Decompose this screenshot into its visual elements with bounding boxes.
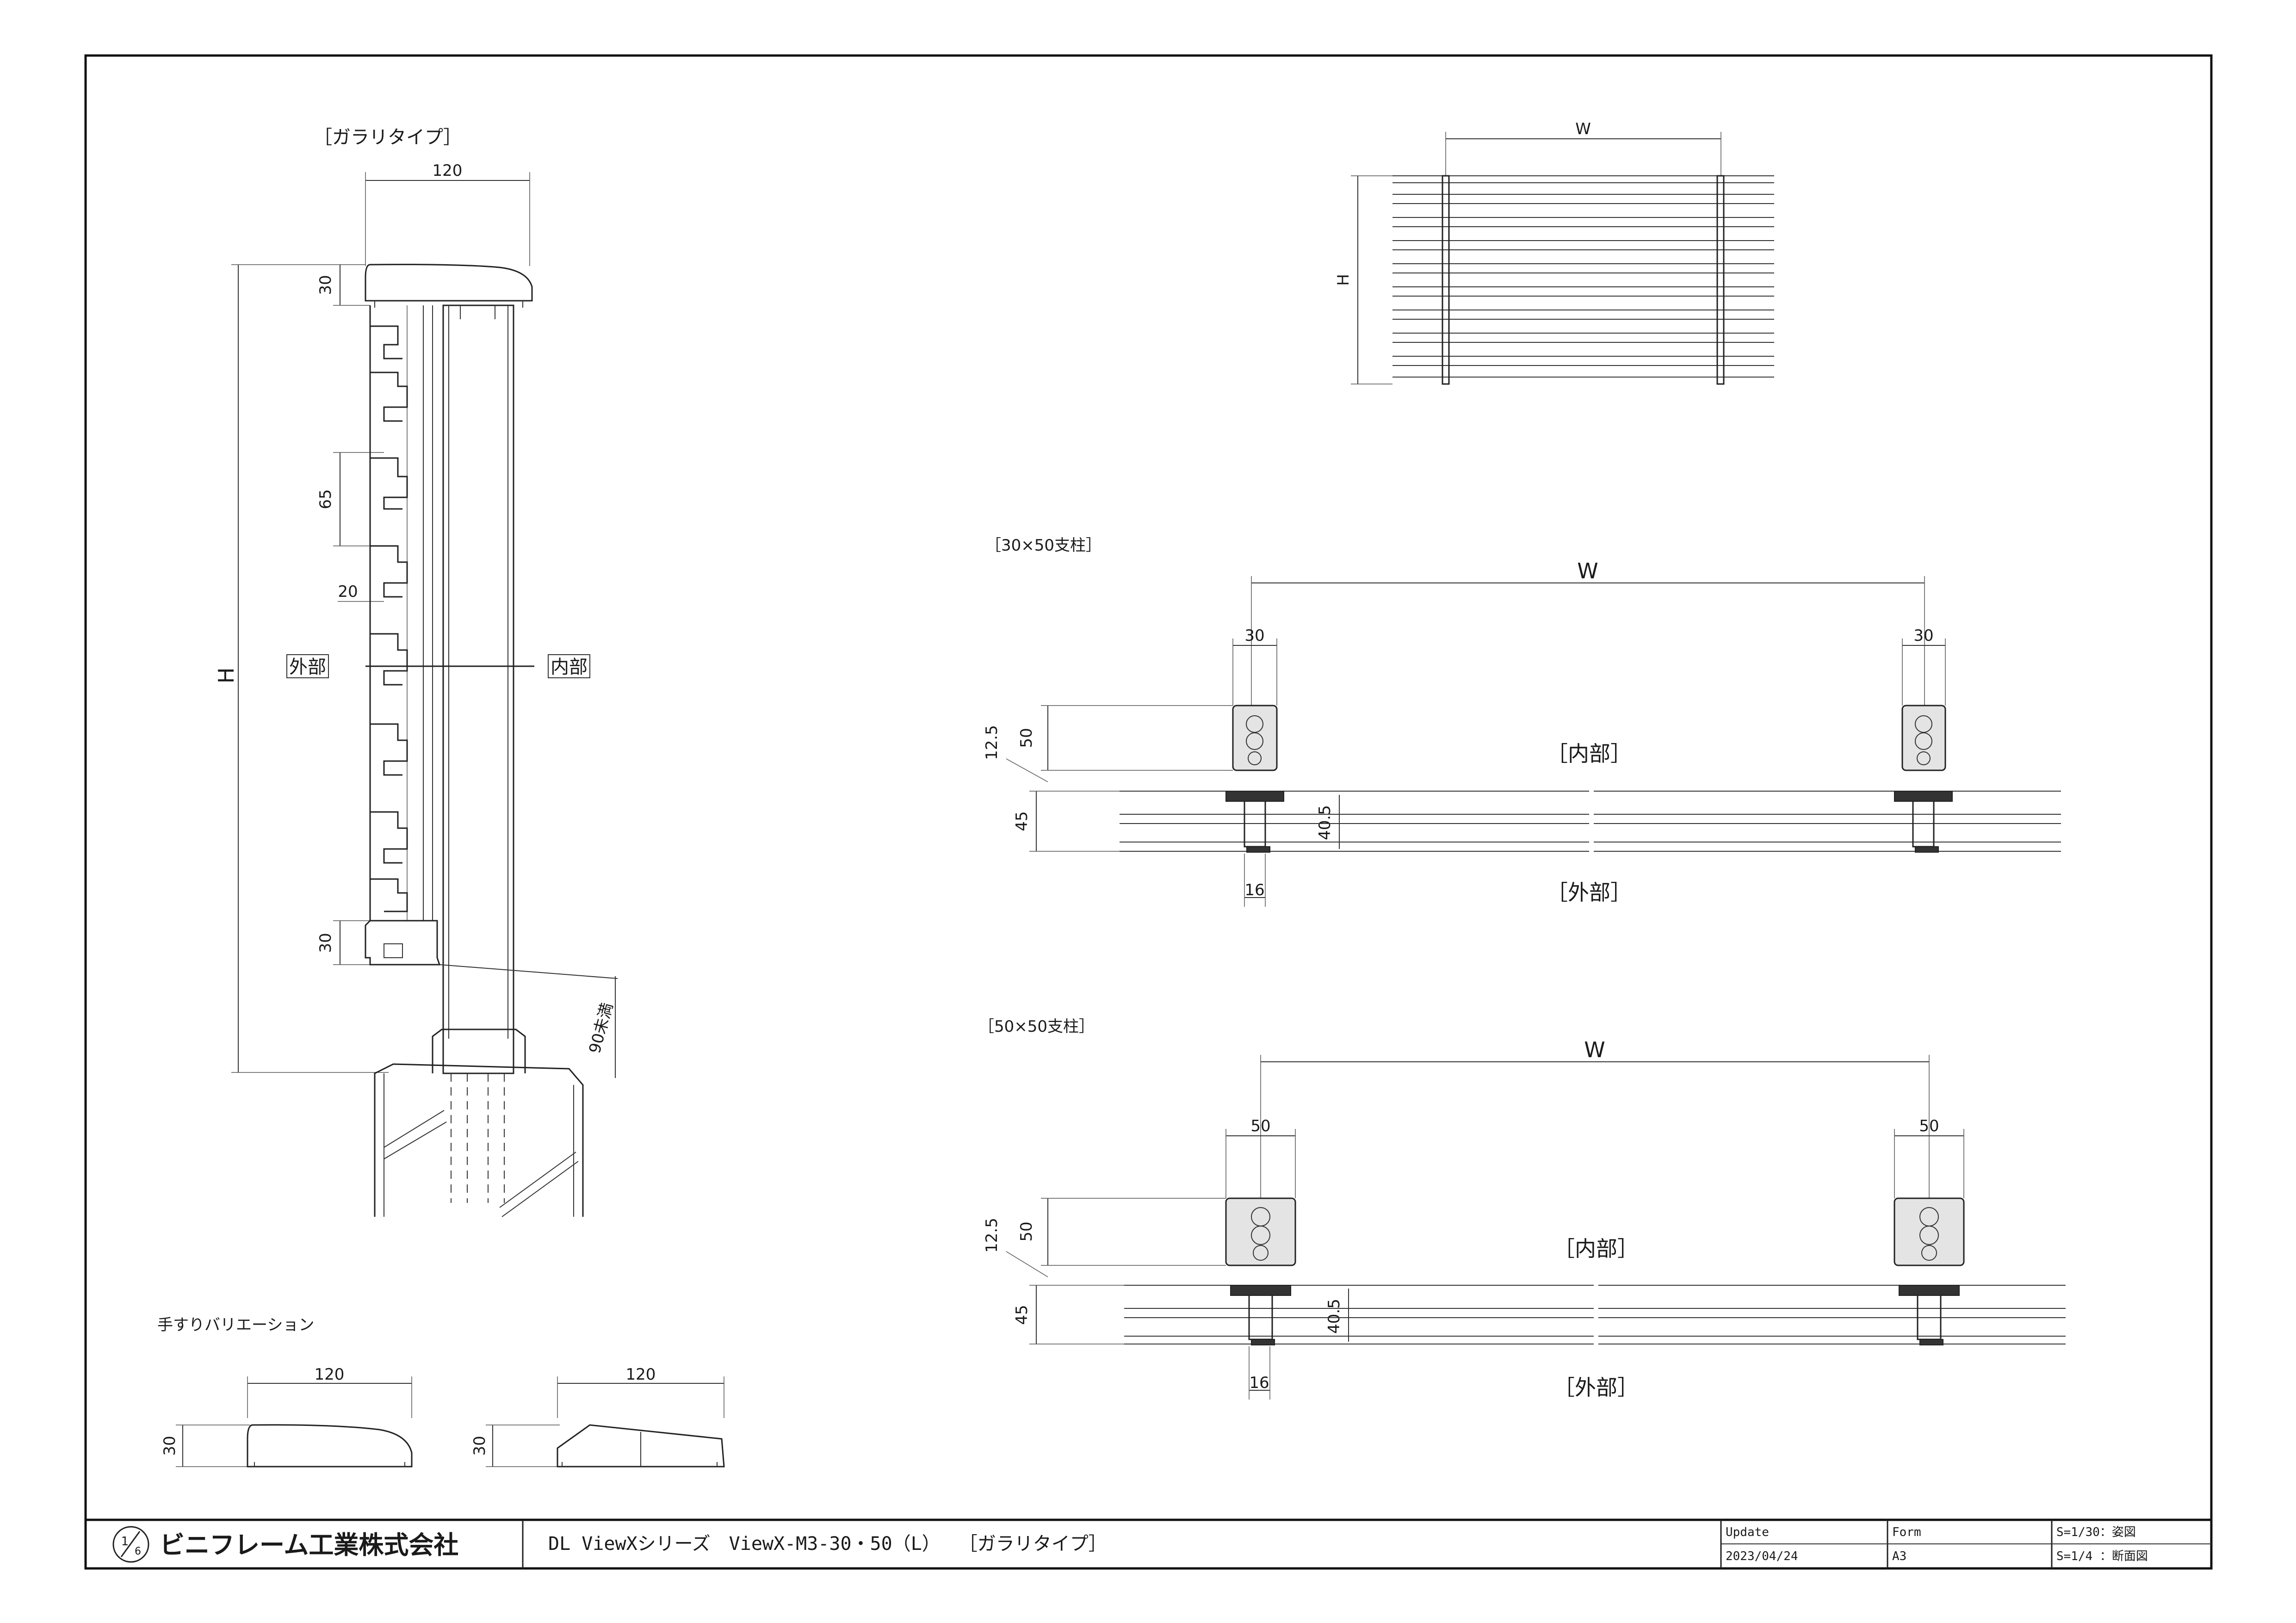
elevation-height-label: H xyxy=(1334,274,1353,286)
s2-post-left xyxy=(1225,1197,1296,1345)
title-block: 1 6 ビニフレーム工業株式会社 DL ViewXシリーズ ViewX-M3-3… xyxy=(86,1518,2211,1568)
elevation-post-left xyxy=(1442,175,1450,385)
s2-base-width: 16 xyxy=(1249,1374,1269,1392)
scale-elevation: S=1/30：姿図 xyxy=(2056,1525,2136,1539)
company-logo-mark: 1 6 xyxy=(112,1526,149,1563)
side-bottom-rail-dim: 30 xyxy=(316,933,335,953)
elevation-slats xyxy=(1392,175,1774,378)
s2-rail-inner: 40.5 xyxy=(1325,1299,1343,1334)
s1-post-left xyxy=(1225,705,1284,853)
s2-width-label: W xyxy=(1584,1037,1605,1062)
s2-title: ［50×50支柱］ xyxy=(978,1017,1095,1036)
s2-rail-height: 45 xyxy=(1013,1305,1031,1325)
side-post xyxy=(442,304,514,1074)
s1-post-depth: 50 xyxy=(1017,728,1036,748)
s2-outside-label: ［外部］ xyxy=(1553,1375,1639,1400)
s1-offset: 12.5 xyxy=(983,725,1001,760)
side-width-dim: 120 xyxy=(433,161,463,180)
s1-outside-label: ［外部］ xyxy=(1547,880,1632,905)
s1-post-width-left: 30 xyxy=(1244,626,1264,645)
elevation-width-label: W xyxy=(1575,120,1591,138)
side-height-dim: H xyxy=(214,668,239,684)
section-30x50: ［30×50支柱］ W 30 30 50 12.5 45 40.5 xyxy=(983,536,2061,907)
side-type-label: ［ガラリタイプ］ xyxy=(314,127,462,148)
elevation-post-right xyxy=(1716,175,1725,385)
s2-inside-label: ［内部］ xyxy=(1553,1236,1639,1261)
side-slat-gap-dim: 20 xyxy=(338,582,358,601)
handrail-variations: 手すりバリエーション 120 30 120 30 xyxy=(157,1316,725,1468)
update-value: 2023/04/24 xyxy=(1726,1549,1798,1563)
s1-rail-height: 45 xyxy=(1013,811,1031,831)
svg-text:1: 1 xyxy=(121,1535,129,1549)
side-handrail-cap xyxy=(365,264,533,302)
s2-post-depth: 50 xyxy=(1017,1221,1036,1241)
handrail-variations-title: 手すりバリエーション xyxy=(157,1316,314,1334)
handrail-2-height: 30 xyxy=(470,1436,489,1456)
scale-section: S=1/4 ：断面図 xyxy=(2056,1549,2148,1563)
side-bottom-rail xyxy=(365,920,441,966)
s1-post-right xyxy=(1894,705,1953,853)
side-outside-label: 外部 xyxy=(289,657,326,678)
elevation-view: W H xyxy=(1334,120,1774,385)
s1-post-width-right: 30 xyxy=(1913,626,1933,645)
s1-rail-inner: 40.5 xyxy=(1316,805,1334,840)
side-post-base xyxy=(432,1028,526,1073)
s2-post-right xyxy=(1894,1197,1965,1345)
s1-title: ［30×50支柱］ xyxy=(985,536,1102,555)
side-louvre-slats xyxy=(370,325,408,912)
handrail-variation-1: 120 30 xyxy=(161,1365,413,1468)
side-top-rail-dim: 30 xyxy=(316,275,335,295)
drawing-title: DL ViewXシリーズ ViewX-M3-30・50（L） ［ガラリタイプ］ xyxy=(548,1533,1107,1555)
s2-rails xyxy=(1124,1285,2066,1344)
s1-base-width: 16 xyxy=(1244,881,1264,899)
side-gap-note: 90未満 xyxy=(586,1001,617,1055)
form-value: A3 xyxy=(1892,1549,1906,1563)
section-50x50: ［50×50支柱］ W 50 50 50 12.5 45 40.5 xyxy=(978,1017,2066,1400)
s2-post-width-right: 50 xyxy=(1919,1117,1939,1135)
company-name: ビニフレーム工業株式会社 xyxy=(160,1530,458,1560)
s2-offset: 12.5 xyxy=(983,1218,1001,1253)
handrail-1-width: 120 xyxy=(315,1365,345,1384)
sheet-border xyxy=(84,54,2213,1570)
s1-rails xyxy=(1120,791,2061,852)
form-label: Form xyxy=(1892,1525,1921,1539)
svg-text:6: 6 xyxy=(135,1546,141,1557)
handrail-1-height: 30 xyxy=(161,1436,179,1456)
update-label: Update xyxy=(1726,1525,1769,1539)
side-view: ［ガラリタイプ］ 120 H 30 65 20 30 xyxy=(214,127,618,1217)
handrail-variation-2: 120 30 xyxy=(470,1365,725,1468)
side-inside-label: 内部 xyxy=(551,657,588,678)
s1-width-label: W xyxy=(1577,558,1598,583)
side-foundation xyxy=(374,1063,584,1217)
handrail-2-width: 120 xyxy=(626,1365,656,1384)
s2-post-width-left: 50 xyxy=(1250,1117,1270,1135)
side-slat-pitch-dim: 65 xyxy=(316,489,335,509)
s1-inside-label: ［内部］ xyxy=(1547,741,1632,766)
